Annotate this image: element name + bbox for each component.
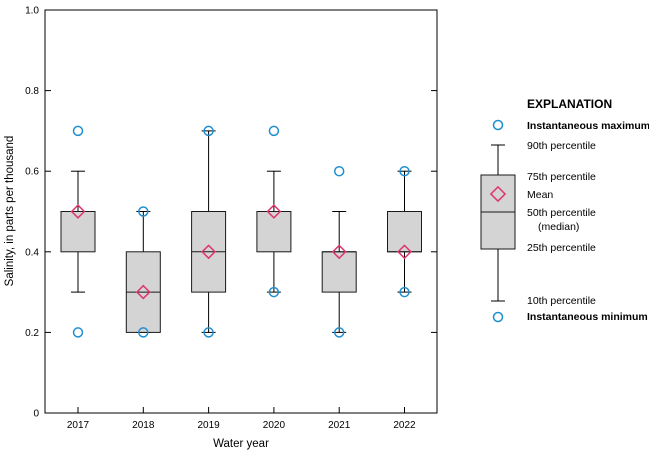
y-axis-title: Salinity, in parts per thousand [4, 136, 16, 287]
x-axis-title: Water year [213, 438, 269, 450]
legend-median-sublabel: (median) [538, 221, 579, 233]
legend-inst-max-marker [492, 119, 504, 131]
legend-inst-max-label: Instantaneous maximum [527, 120, 649, 132]
box-series [60, 125, 422, 338]
legend-inst-min-marker [492, 311, 504, 323]
inst-max-marker [203, 125, 214, 137]
legend-mean-marker [489, 185, 507, 203]
inst-min-marker [138, 327, 149, 338]
y-axis: 0 0.2 0.4 0.6 0.8 1.0 [25, 6, 437, 420]
inst-min-marker [268, 286, 280, 298]
y-tick-label: 0.8 [25, 86, 39, 97]
mean-marker [397, 244, 412, 260]
inst-max-marker [72, 125, 84, 137]
inst-min-marker [399, 286, 410, 298]
box-group-2017 [60, 125, 96, 338]
box-group-2021 [321, 165, 357, 338]
legend-p10-label: 10th percentile [527, 295, 596, 307]
y-tick-label: 0 [33, 409, 39, 420]
legend-p25-label: 25th percentile [527, 242, 596, 254]
plot-frame [44, 9, 438, 414]
legend-inst-min-label: Instantaneous minimum [527, 311, 648, 323]
x-tick-label: 2021 [328, 420, 351, 431]
inst-max-marker [399, 165, 410, 177]
mean-marker [201, 244, 217, 260]
inst-max-marker [138, 206, 149, 217]
legend-median-label: 50th percentile [527, 207, 596, 219]
box-group-2022 [387, 165, 422, 298]
x-tick-label: 2022 [393, 420, 416, 431]
x-tick-label: 2020 [263, 420, 286, 431]
y-tick-label: 0.6 [25, 167, 39, 178]
y-tick-label: 0.2 [25, 328, 39, 339]
mean-marker [331, 244, 347, 260]
legend: EXPLANATION Instantaneous maximum 90th p… [480, 97, 649, 323]
legend-p75-label: 75th percentile [527, 171, 596, 183]
inst-min-marker [203, 327, 214, 338]
x-tick-label: 2018 [132, 420, 155, 431]
inst-max-marker [333, 165, 345, 177]
box-group-2018 [125, 206, 161, 338]
mean-marker [135, 284, 151, 300]
box-group-2019 [191, 125, 227, 338]
x-tick-label: 2019 [197, 420, 220, 431]
inst-min-marker [333, 327, 345, 338]
legend-p90-label: 90th percentile [527, 140, 596, 152]
y-tick-label: 0.4 [25, 247, 39, 258]
inst-min-marker [72, 327, 84, 338]
mean-marker [266, 204, 282, 219]
legend-mean-label: Mean [527, 189, 553, 201]
box-group-2020 [256, 125, 292, 298]
y-tick-label: 1.0 [25, 6, 39, 17]
mean-marker [70, 204, 86, 219]
legend-title: EXPLANATION [527, 97, 612, 111]
x-tick-label: 2017 [67, 420, 90, 431]
x-axis: 2017 2018 2019 2020 2021 2022 [67, 407, 416, 431]
inst-max-marker [268, 125, 280, 137]
